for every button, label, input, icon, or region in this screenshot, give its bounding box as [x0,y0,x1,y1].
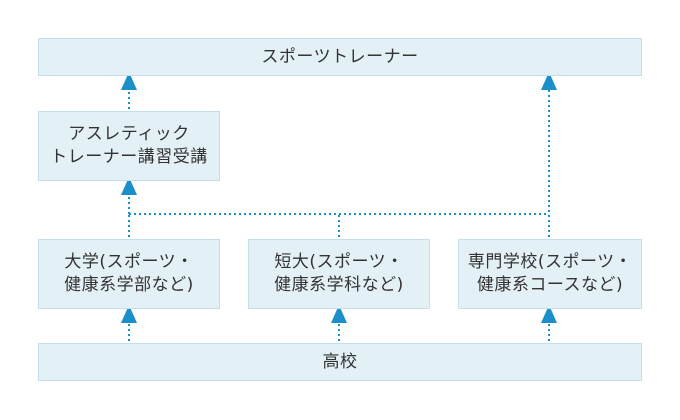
box-label-line-2: 健康系学部など) [64,275,194,295]
box-high-school: 高校 [38,343,642,381]
box-label-line-2: 健康系コースなど) [476,275,624,295]
box-sports-trainer: スポーツトレーナー [38,38,642,76]
box-label: 高校 [322,351,358,372]
box-label: スポーツトレーナー [261,46,419,67]
box-label-line-1: 短大(スポーツ・ [274,252,404,272]
box-junior-college: 短大(スポーツ・ 健康系学科など) [248,239,430,309]
box-label-line-1: 大学(スポーツ・ [64,252,194,272]
box-vocational-school: 専門学校(スポーツ・ 健康系コースなど) [458,239,642,309]
box-university: 大学(スポーツ・ 健康系学部など) [38,239,220,309]
box-label-line-2: トレーナー講習受講 [50,147,208,167]
box-label-line-1: アスレティック [68,124,190,144]
box-label-line-1: 専門学校(スポーツ・ [467,252,633,272]
box-athletic-trainer-course: アスレティック トレーナー講習受講 [38,111,220,181]
box-label-line-2: 健康系学科など) [274,275,404,295]
